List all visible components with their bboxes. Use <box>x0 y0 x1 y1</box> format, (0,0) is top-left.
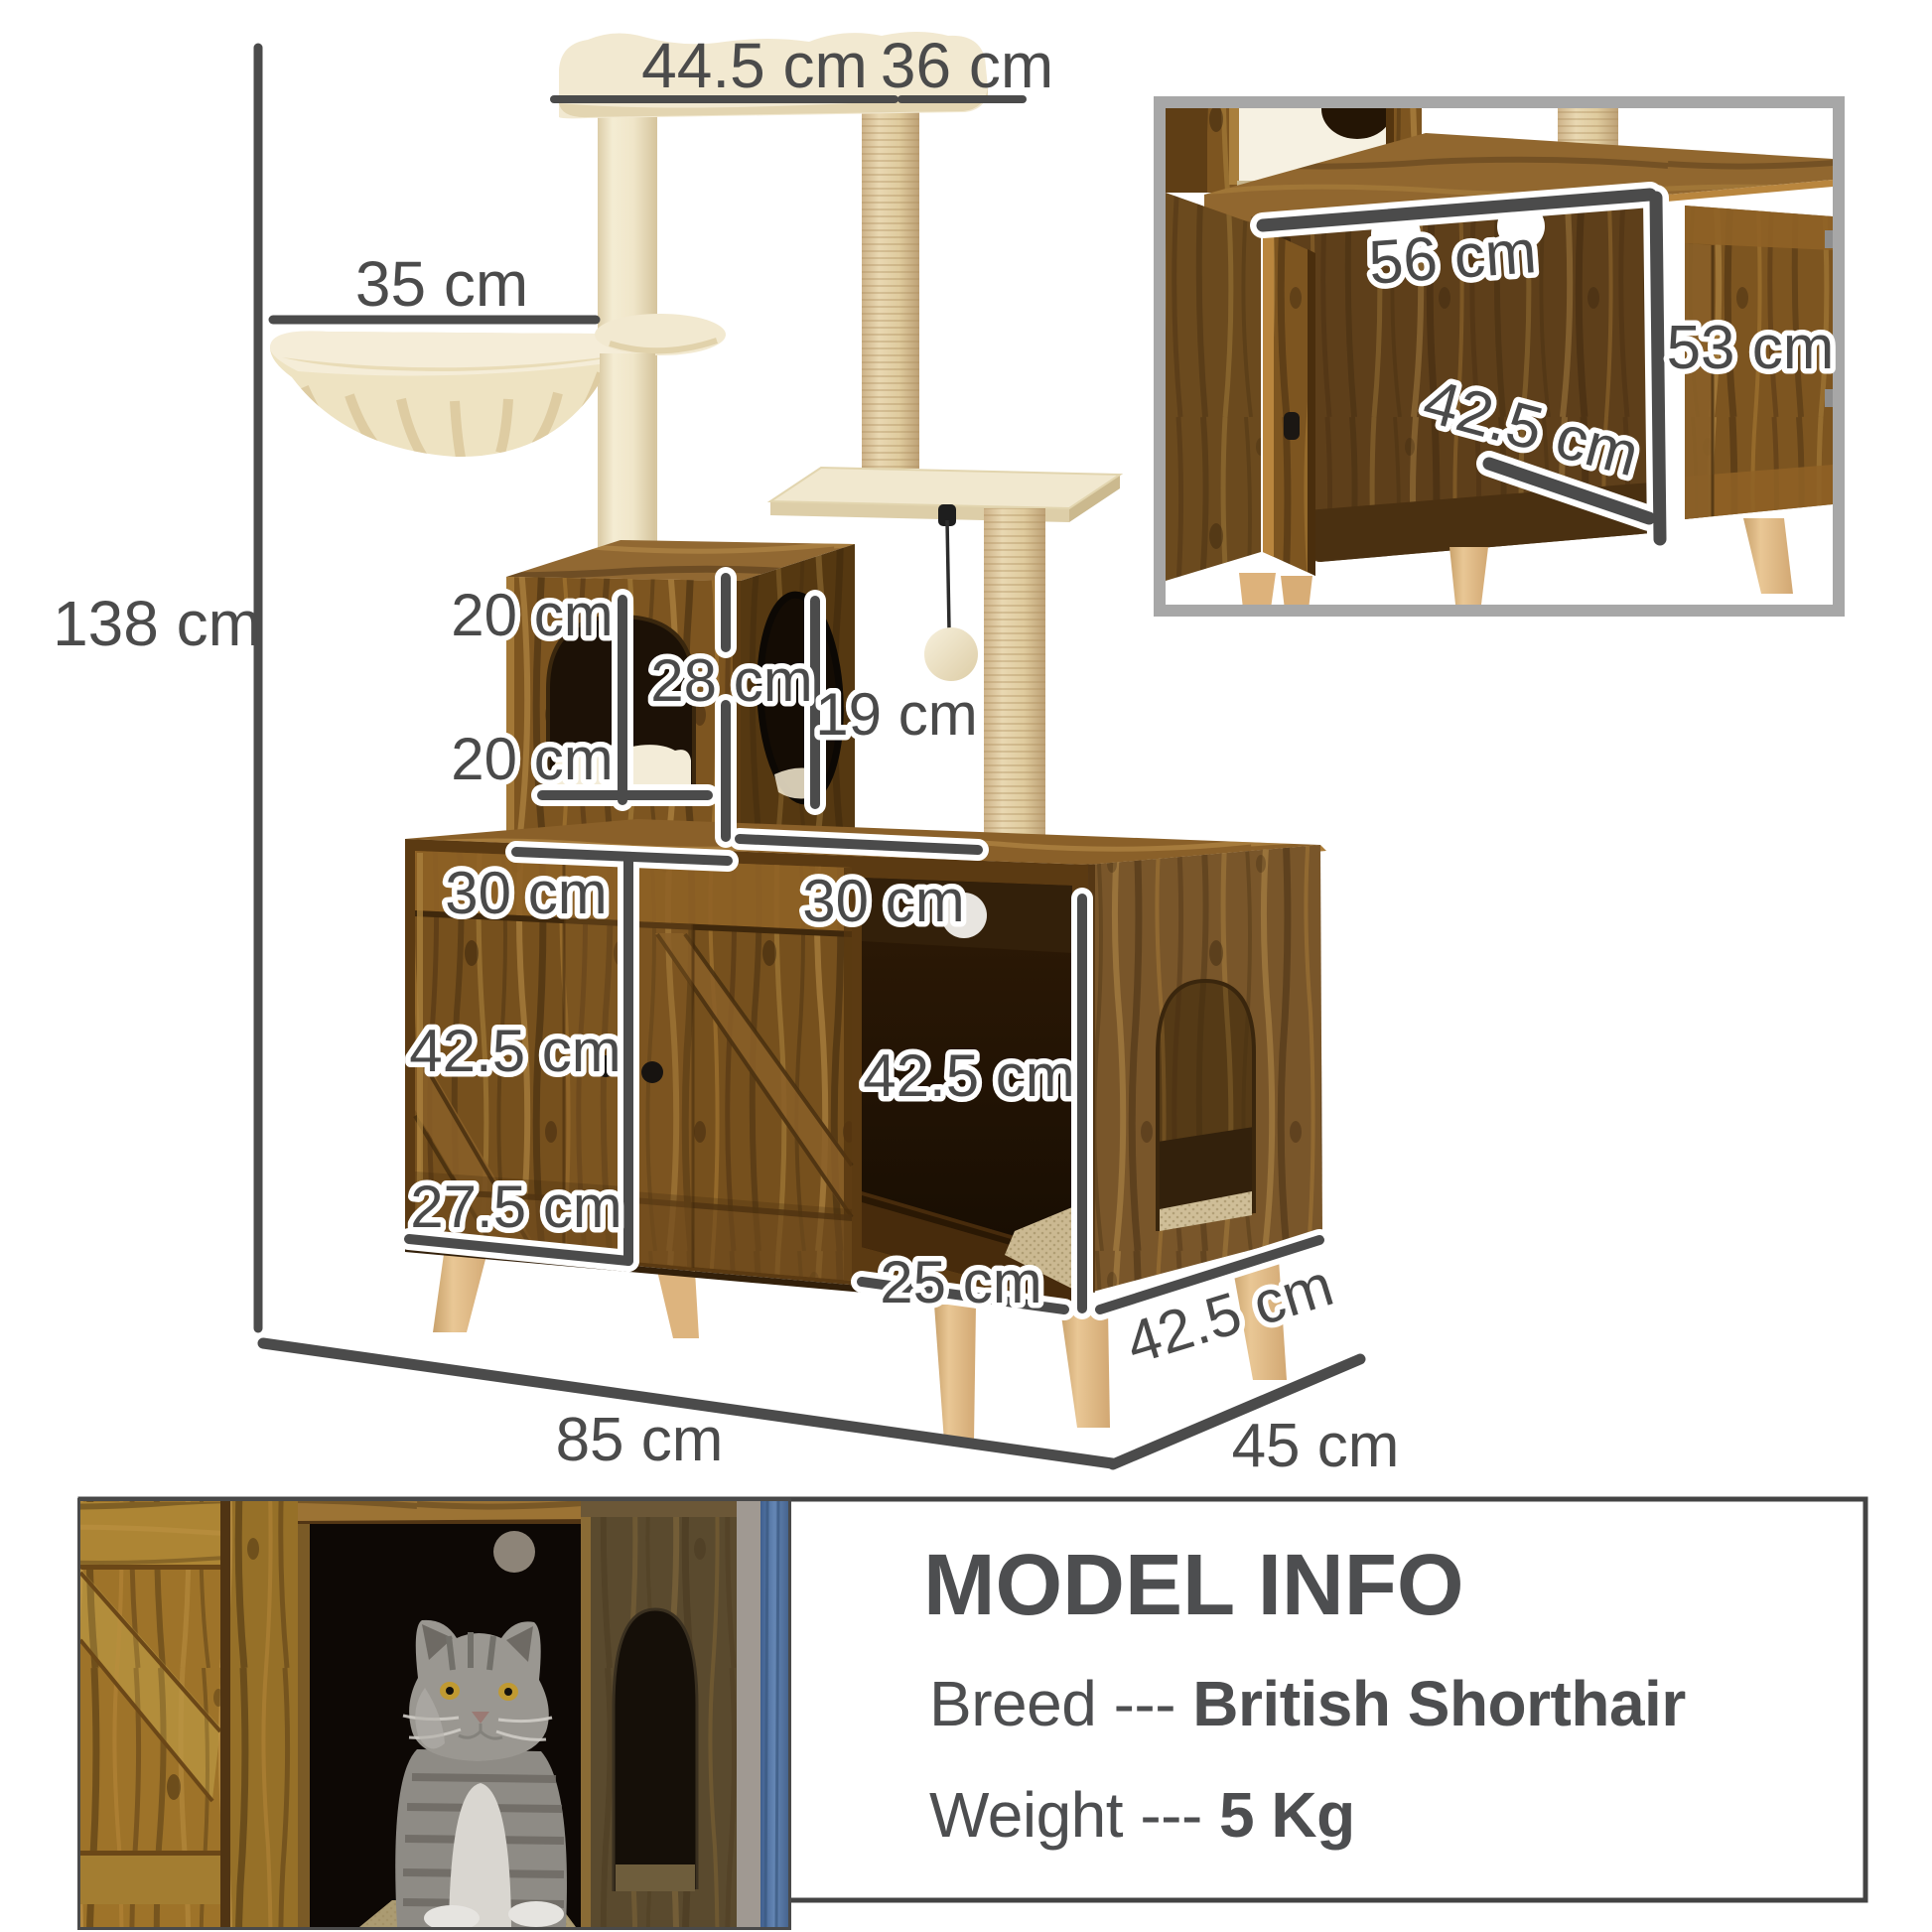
svg-text:53 cm: 53 cm <box>1667 314 1835 382</box>
svg-text:19 cm: 19 cm <box>815 681 977 748</box>
svg-text:45 cm: 45 cm <box>1232 1412 1400 1480</box>
svg-text:Weight --- 5 Kg: Weight --- 5 Kg <box>929 1779 1355 1851</box>
svg-text:42.5 cm: 42.5 cm <box>863 1042 1074 1109</box>
svg-text:28 cm: 28 cm <box>650 647 812 714</box>
svg-text:20 cm: 20 cm <box>451 726 613 792</box>
svg-text:Breed --- British Shorthair: Breed --- British Shorthair <box>929 1668 1686 1739</box>
svg-text:30 cm: 30 cm <box>802 868 964 934</box>
svg-text:44.5 cm: 44.5 cm <box>641 30 868 101</box>
svg-text:MODEL INFO: MODEL INFO <box>923 1537 1464 1633</box>
svg-text:85 cm: 85 cm <box>556 1406 724 1474</box>
svg-text:56 cm: 56 cm <box>1366 217 1538 298</box>
svg-text:20 cm: 20 cm <box>451 582 613 648</box>
svg-text:138 cm: 138 cm <box>53 588 261 659</box>
svg-text:36 cm: 36 cm <box>881 30 1053 101</box>
svg-text:27.5 cm: 27.5 cm <box>410 1173 621 1240</box>
svg-text:35 cm: 35 cm <box>355 248 528 320</box>
svg-text:25 cm: 25 cm <box>880 1249 1041 1315</box>
svg-text:42.5 cm: 42.5 cm <box>409 1018 621 1084</box>
svg-text:30 cm: 30 cm <box>445 860 607 926</box>
